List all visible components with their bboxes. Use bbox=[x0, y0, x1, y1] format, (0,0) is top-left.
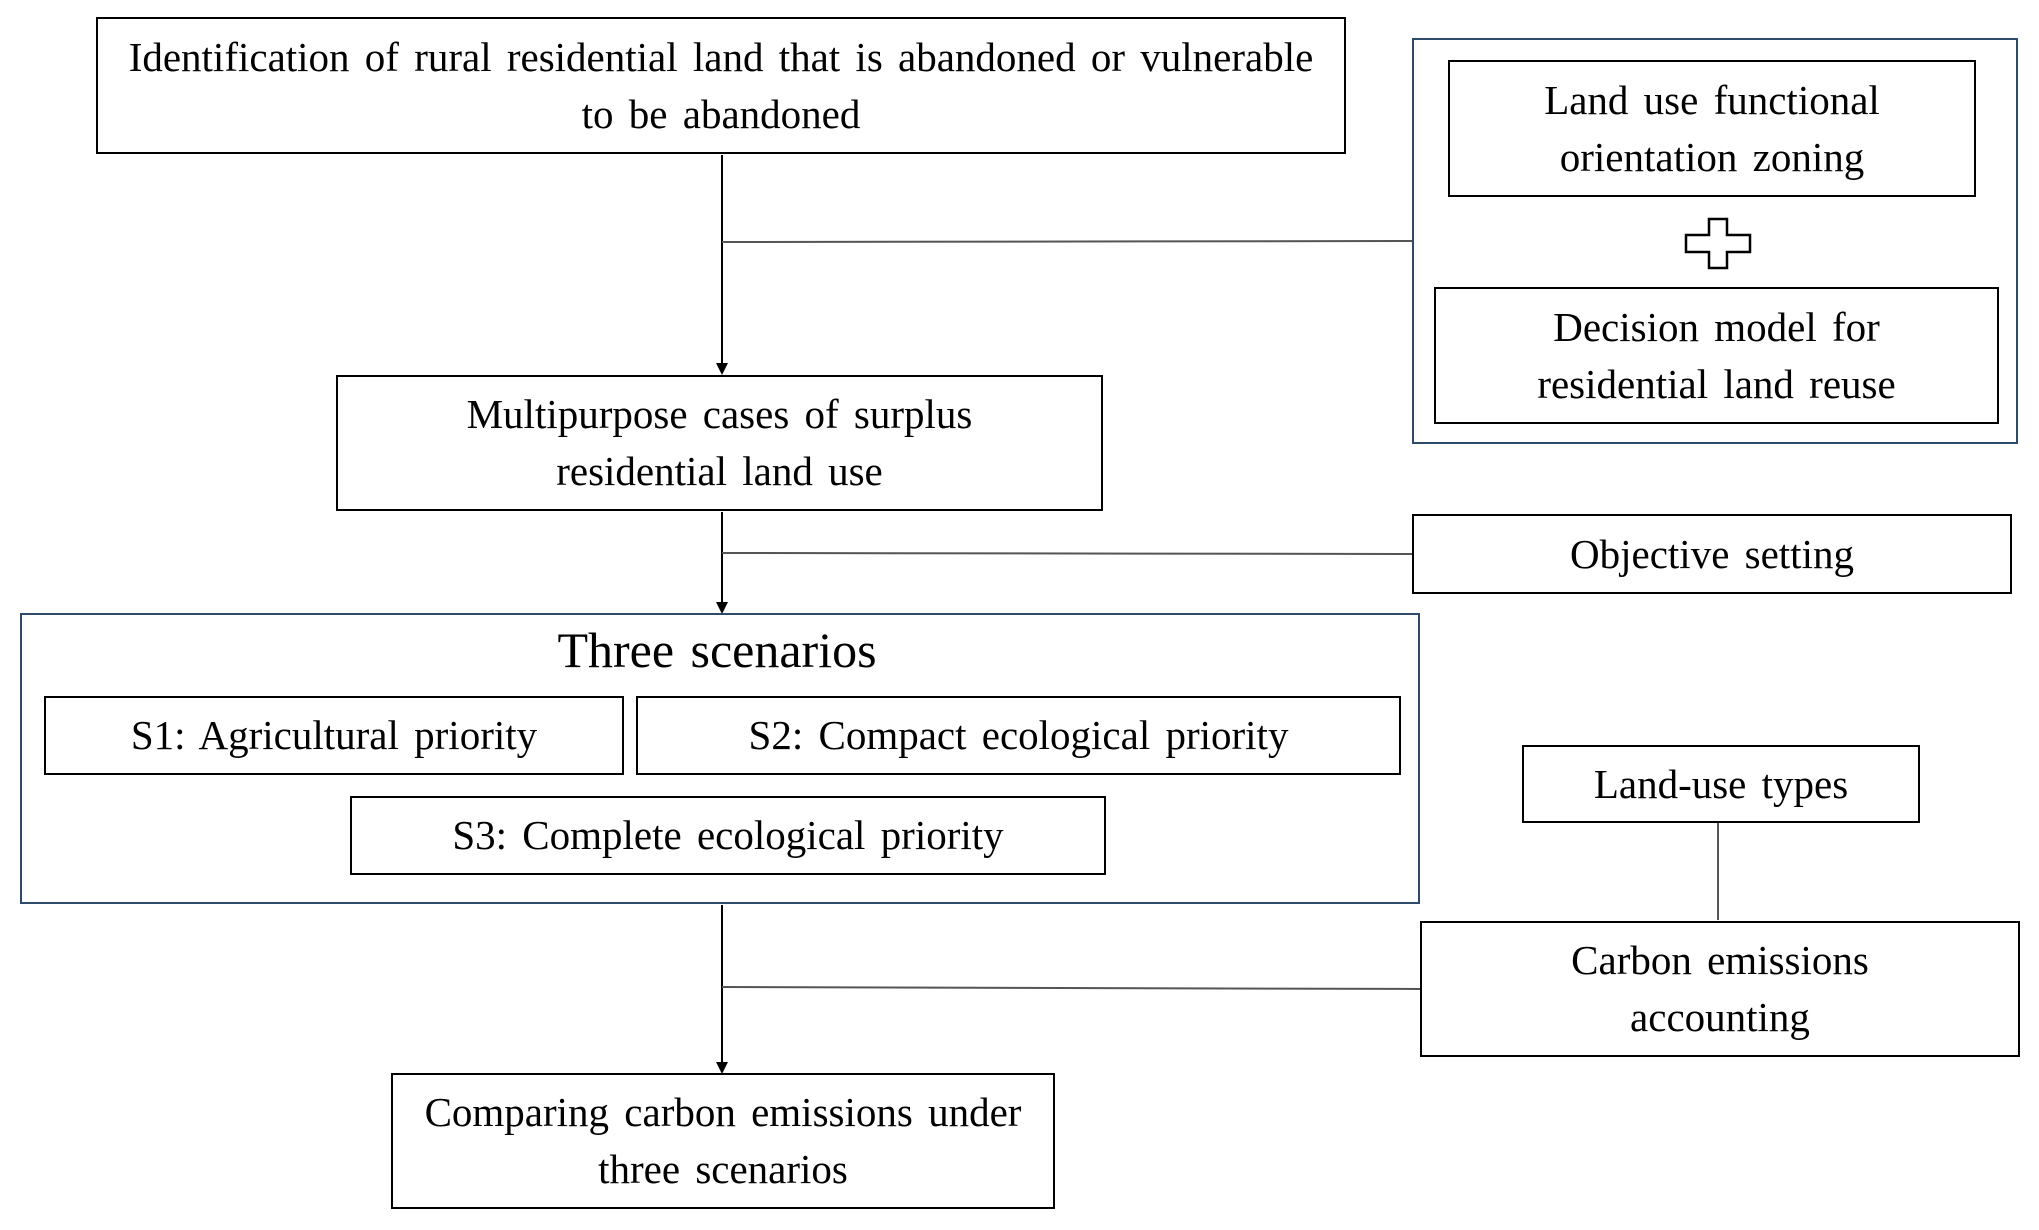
zoning-decision-group bbox=[1412, 38, 2018, 444]
three-scenarios-group bbox=[20, 613, 1420, 904]
multipurpose-label: Multipurpose cases of surplus residentia… bbox=[466, 391, 973, 494]
comparing-label: Comparing carbon emissions under three s… bbox=[424, 1089, 1022, 1192]
objective-setting-box: Objective setting bbox=[1412, 514, 2012, 594]
identification-box: Identification of rural residential land… bbox=[96, 17, 1346, 154]
decision-model-label: Decision model for residential land reus… bbox=[1537, 303, 1896, 407]
objective-setting-label: Objective setting bbox=[1570, 530, 1854, 577]
connector-objective-setting bbox=[721, 552, 1413, 555]
scenario-s2-label: S2: Compact ecological priority bbox=[748, 712, 1289, 759]
scenario-s1-box: S1: Agricultural priority bbox=[44, 696, 624, 775]
three-scenarios-title: Three scenarios bbox=[557, 622, 877, 678]
multipurpose-box: Multipurpose cases of surplus residentia… bbox=[336, 375, 1103, 511]
scenario-s2-box: S2: Compact ecological priority bbox=[636, 696, 1401, 775]
comparing-box: Comparing carbon emissions under three s… bbox=[391, 1073, 1055, 1209]
zoning-label: Land use functional orientation zoning bbox=[1544, 76, 1880, 180]
connector-carbon-accounting bbox=[721, 986, 1421, 990]
identification-label: Identification of rural residential land… bbox=[128, 33, 1314, 137]
decision-model-box: Decision model for residential land reus… bbox=[1434, 287, 1999, 424]
scenario-s1-label: S1: Agricultural priority bbox=[130, 712, 538, 759]
scenario-s3-box: S3: Complete ecological priority bbox=[350, 796, 1106, 875]
connector-zoning-group bbox=[721, 240, 1413, 243]
carbon-accounting-label: Carbon emissions accounting bbox=[1571, 937, 1869, 1040]
zoning-box: Land use functional orientation zoning bbox=[1448, 60, 1976, 197]
land-use-types-box: Land-use types bbox=[1522, 745, 1920, 823]
carbon-accounting-box: Carbon emissions accounting bbox=[1420, 921, 2020, 1057]
land-use-types-label: Land-use types bbox=[1593, 760, 1849, 807]
scenario-s3-label: S3: Complete ecological priority bbox=[452, 812, 1004, 859]
plus-icon bbox=[1684, 217, 1752, 270]
